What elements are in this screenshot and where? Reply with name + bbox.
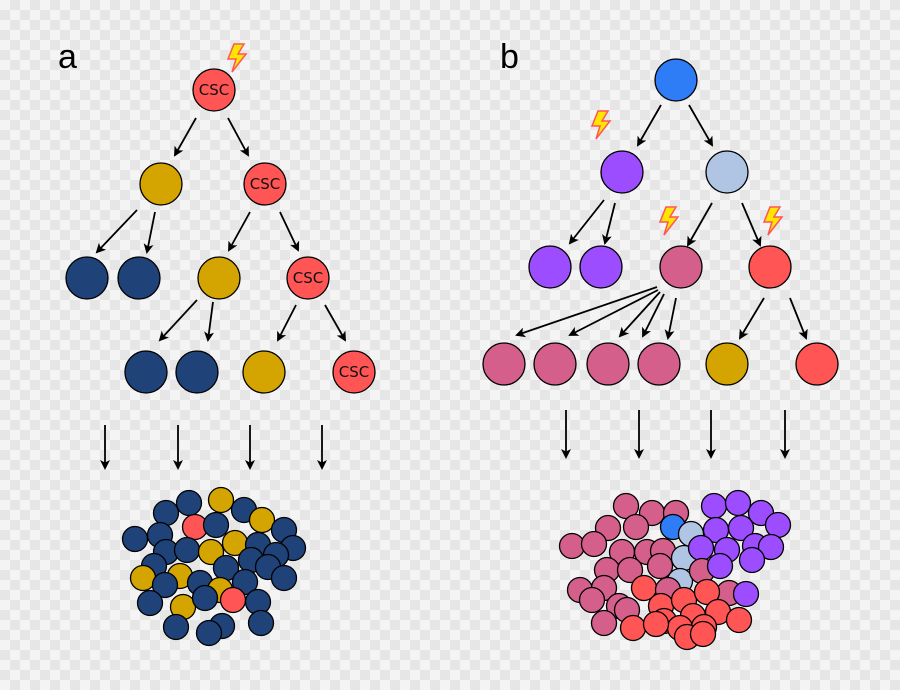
differentiated-cell — [242, 350, 286, 394]
arrows — [95, 104, 808, 470]
tumor-cell — [619, 614, 647, 642]
tumor-cell — [580, 530, 608, 558]
arrow-icon — [95, 209, 138, 254]
cells: CSC CSC CSC CSC — [65, 58, 839, 651]
tumor-cell — [689, 620, 717, 648]
tumor-cell — [757, 533, 785, 561]
arrow-icon — [174, 117, 197, 157]
tumor-cell — [622, 513, 650, 541]
differentiated-cell — [117, 256, 161, 300]
csc-cell-label: CSC — [339, 363, 369, 381]
arrow-icon — [568, 199, 605, 245]
differentiated-cell — [124, 350, 168, 394]
differentiated-cell — [139, 162, 183, 206]
lightning-icon — [763, 206, 783, 236]
tumor-cell — [687, 534, 715, 562]
tumor-cell — [706, 552, 734, 580]
tumor-cell — [700, 492, 728, 520]
arrow-icon — [741, 202, 762, 247]
differentiated-cell — [533, 342, 577, 386]
panel-b-label: b — [500, 38, 519, 76]
arrow-icon — [158, 299, 198, 342]
tumor-cell — [175, 489, 203, 517]
tumor-cell — [642, 610, 670, 638]
arrow-icon — [228, 211, 251, 252]
progenitor-cell — [600, 150, 644, 194]
mutant-cell — [748, 245, 792, 289]
panel-a-label: a — [58, 38, 77, 76]
tumor-cell — [616, 556, 644, 584]
tumor-cell — [162, 613, 190, 641]
csc-cell — [286, 256, 330, 300]
arrow-icon — [279, 211, 300, 252]
arrow-icon — [618, 291, 661, 338]
arrow-icon — [664, 297, 677, 340]
tumor-cell — [727, 514, 755, 542]
arrow-icon — [687, 202, 713, 247]
arrow-icon — [515, 286, 658, 338]
arrow-icon — [204, 301, 215, 342]
differentiated-cell — [637, 342, 681, 386]
tumor-cell — [173, 536, 201, 564]
tumor-cell — [207, 486, 235, 514]
differentiated-cell — [579, 245, 623, 289]
tumor-cell — [136, 589, 164, 617]
tumor-cell — [732, 580, 760, 608]
mutant-cell — [659, 245, 703, 289]
arrow-icon — [637, 104, 662, 147]
differentiated-cell — [482, 342, 526, 386]
differentiated-cell — [705, 342, 749, 386]
lightning-icon — [659, 206, 679, 236]
tumor-cell — [693, 578, 721, 606]
differentiated-cell — [586, 342, 630, 386]
arrow-icon — [227, 117, 249, 157]
csc-cell-label: CSC — [293, 269, 323, 287]
tumor-cell — [129, 564, 157, 592]
lightning-icon — [591, 110, 611, 140]
tumor-cell — [152, 499, 180, 527]
tumor-cell — [270, 564, 298, 592]
progenitor-cell — [705, 150, 749, 194]
arrow-icon — [143, 211, 156, 254]
tumor-cell — [248, 506, 276, 534]
differentiated-cell — [795, 342, 839, 386]
tumor-cell — [202, 511, 230, 539]
stem-cell — [654, 58, 698, 102]
lightning-icon — [227, 43, 247, 73]
tumor-cell — [578, 586, 606, 614]
arrow-icon — [738, 297, 765, 340]
tumor-cell — [725, 606, 753, 634]
csc-tumor-cell — [219, 586, 247, 614]
csc-cell — [332, 350, 376, 394]
tumor-cell — [558, 532, 586, 560]
tumor-cell — [646, 552, 674, 580]
csc-cell-label: CSC — [250, 175, 280, 193]
arrow-icon — [602, 202, 616, 245]
tumor-cell — [151, 571, 179, 599]
arrow-icon — [789, 297, 808, 340]
csc-cell — [192, 68, 236, 112]
tumor-cell — [121, 525, 149, 553]
tumor-cell — [247, 609, 275, 637]
arrow-icon — [642, 293, 665, 338]
tumor-cell — [195, 619, 223, 647]
differentiated-cell — [528, 245, 572, 289]
differentiated-cell — [197, 256, 241, 300]
arrow-icon — [568, 289, 659, 336]
tumor-cell — [764, 511, 792, 539]
arrow-icon — [277, 304, 297, 342]
differentiated-cell — [65, 256, 109, 300]
tumor-cell — [191, 584, 219, 612]
lightning-bolts — [227, 43, 783, 236]
arrow-icon — [324, 304, 346, 342]
tumor-cell — [738, 546, 766, 574]
tumor-cell — [590, 609, 618, 637]
tumor-cell — [724, 489, 752, 517]
differentiated-cell — [175, 350, 219, 394]
csc-cell-label: CSC — [199, 81, 229, 99]
csc-cell — [243, 162, 287, 206]
arrow-icon — [688, 104, 713, 147]
